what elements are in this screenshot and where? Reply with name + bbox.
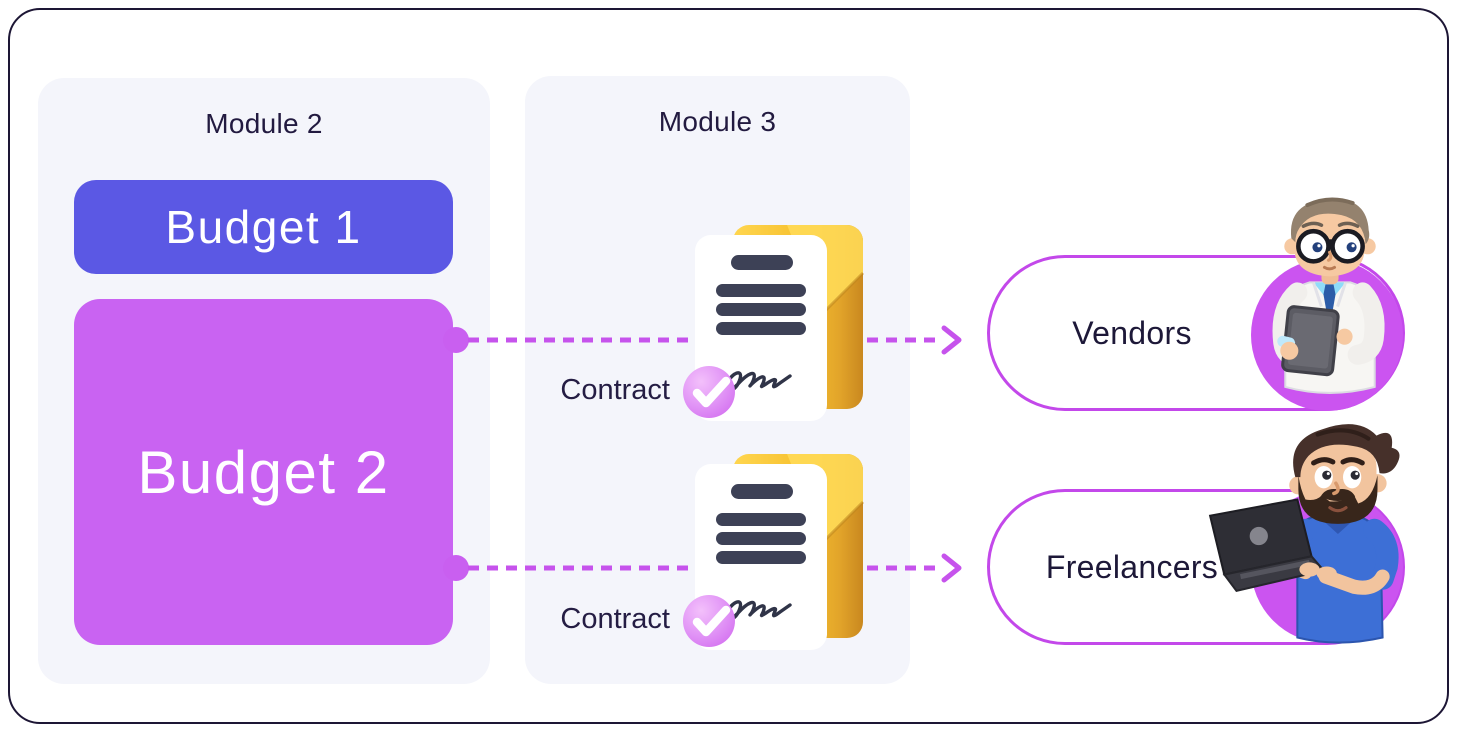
signature-icon bbox=[723, 600, 792, 620]
budget-1-label: Budget 1 bbox=[165, 201, 362, 253]
module-3-title: Module 3 bbox=[658, 106, 777, 137]
module-2-title: Module 2 bbox=[205, 108, 323, 139]
signature-icon bbox=[723, 371, 792, 391]
contract-2-label: Contract bbox=[560, 603, 670, 635]
contract-1-label: Contract bbox=[560, 374, 670, 406]
vendors-label: Vendors bbox=[1072, 314, 1192, 351]
budget-2-label: Budget 2 bbox=[137, 438, 390, 506]
person-with-laptop-icon bbox=[1208, 424, 1400, 644]
check-badge-icon bbox=[683, 595, 735, 647]
freelancers-label: Freelancers bbox=[1045, 548, 1219, 585]
outer-card: Module 2 Module 3 Budget 1 Budget 2 bbox=[8, 8, 1449, 724]
contract-document-icon bbox=[683, 454, 865, 650]
budget-2-node: Budget 2 bbox=[74, 299, 453, 645]
contract-document-icon bbox=[683, 225, 865, 421]
budget-1-node: Budget 1 bbox=[74, 180, 453, 274]
check-badge-icon bbox=[683, 366, 735, 418]
person-with-tablet-icon bbox=[1272, 197, 1385, 394]
